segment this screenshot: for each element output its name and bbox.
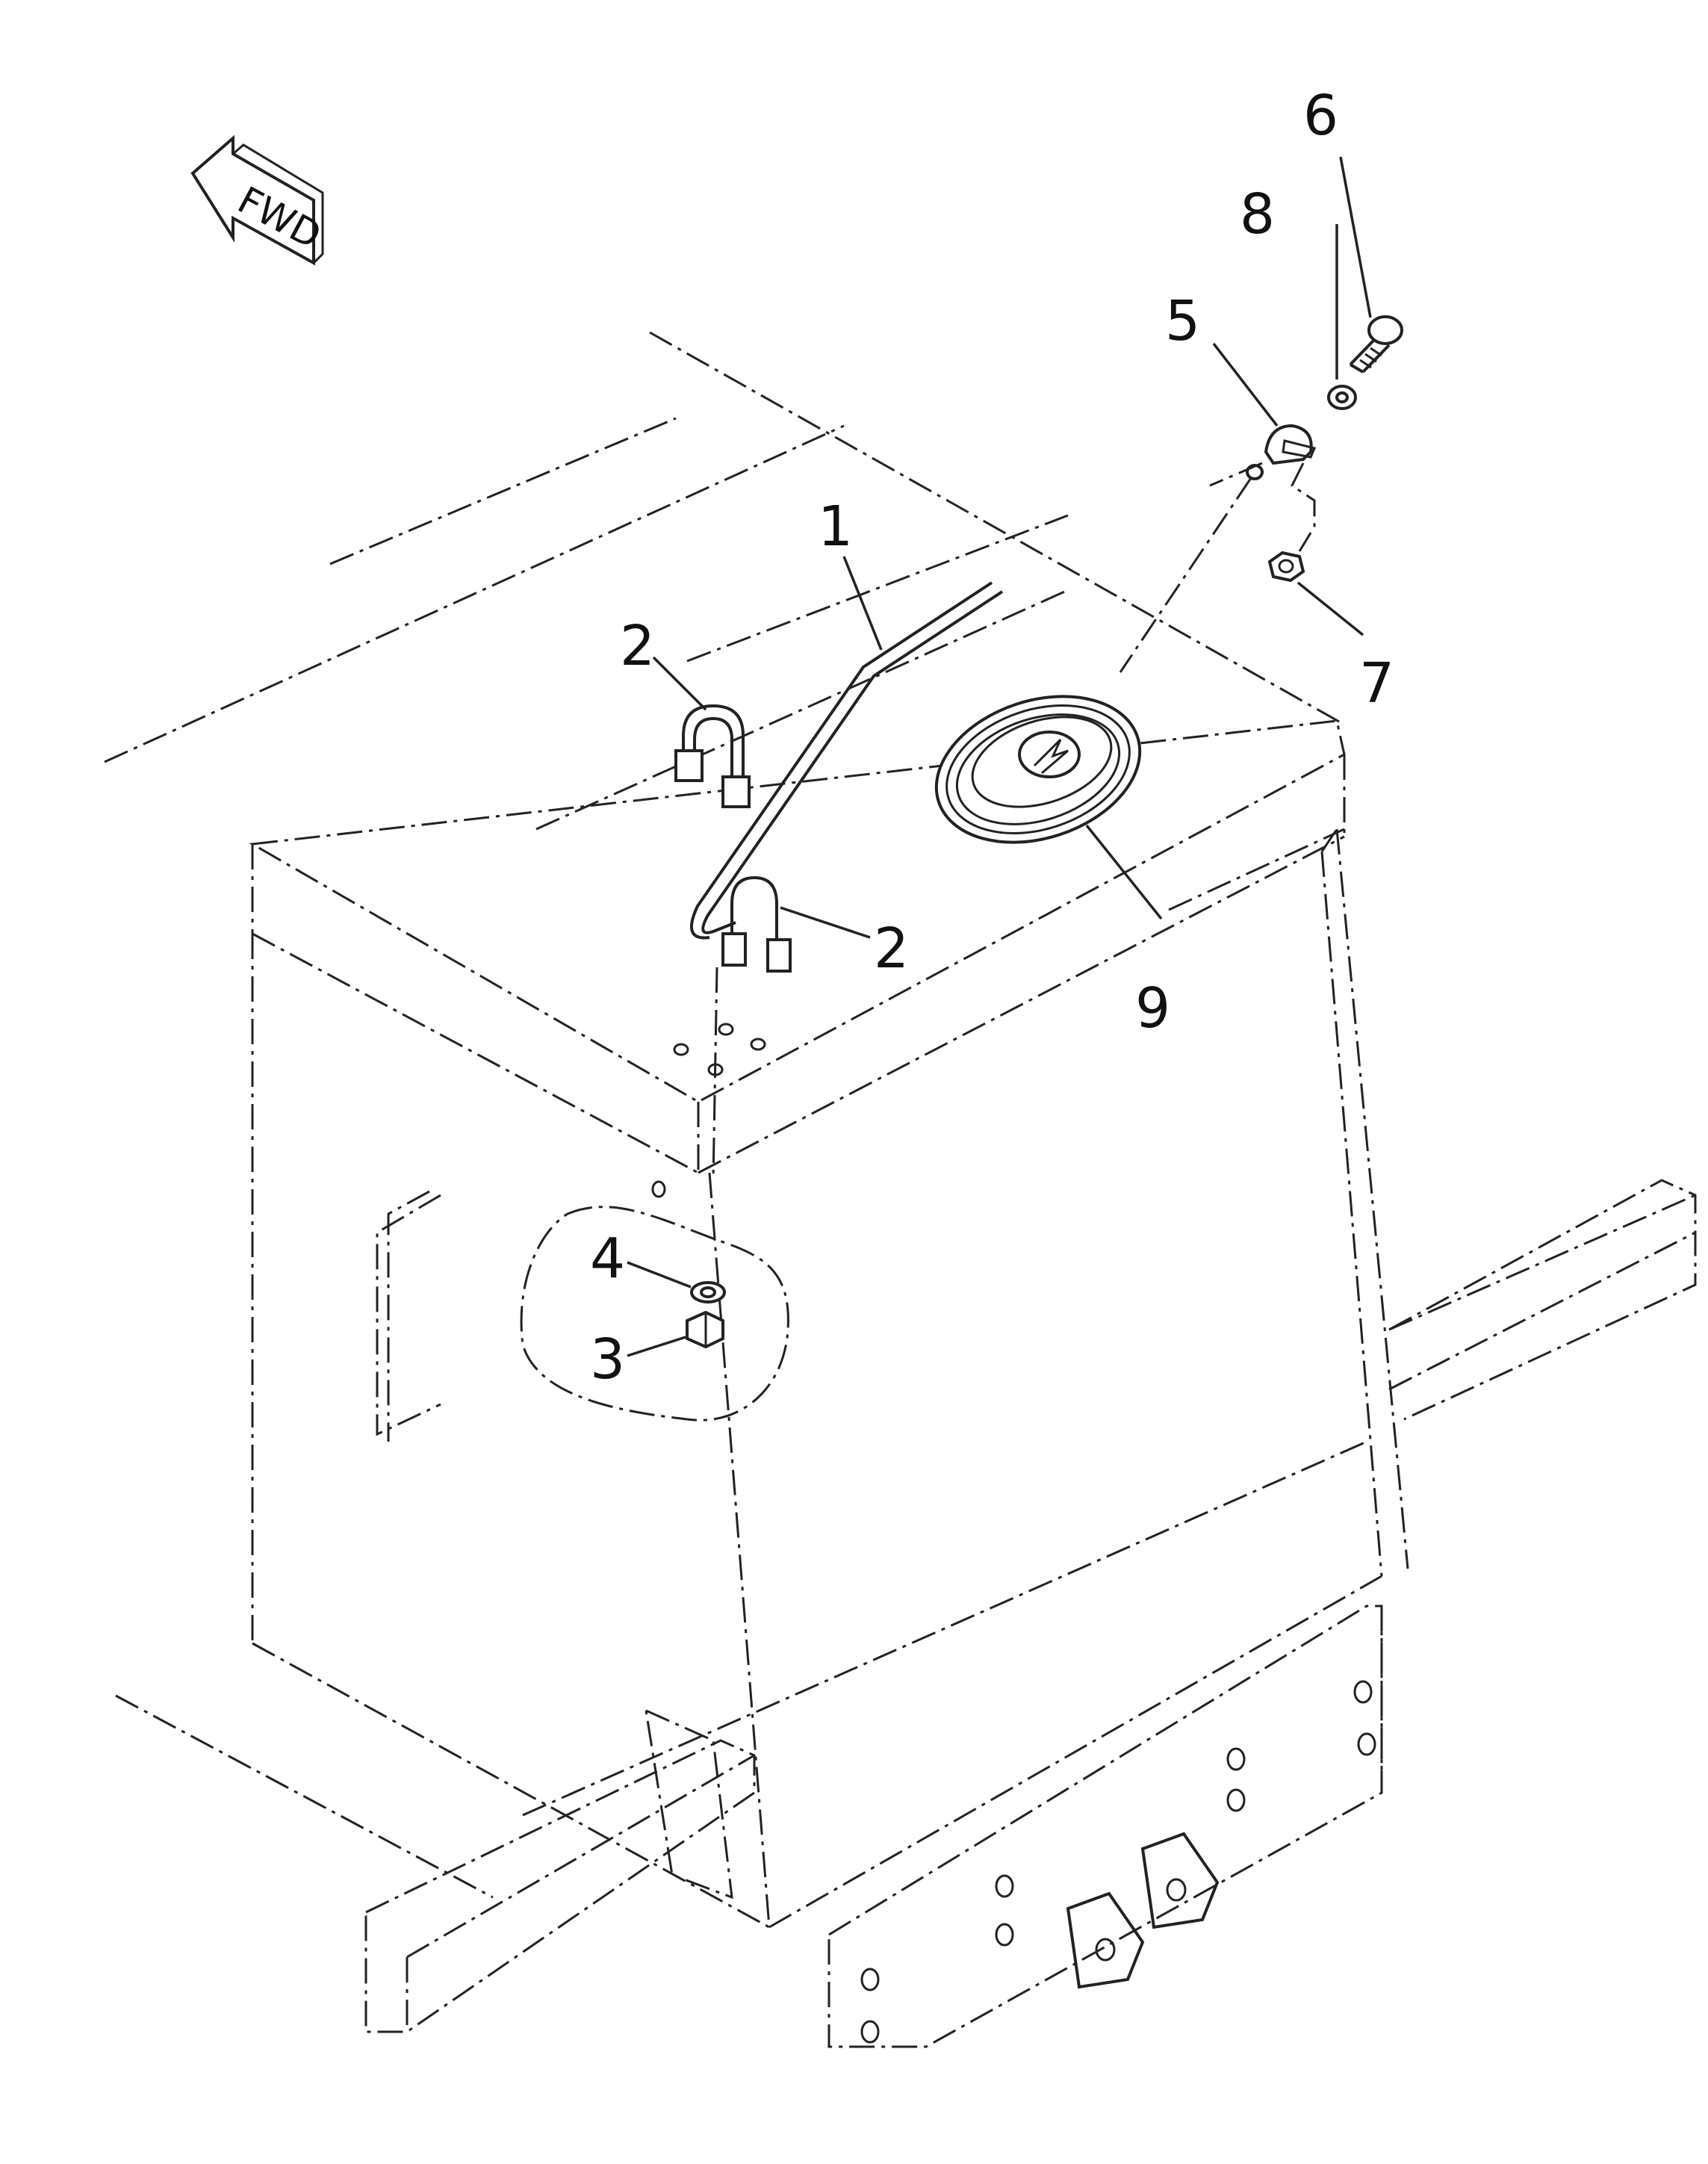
callout-2-lower: 2 bbox=[874, 917, 909, 981]
breather-pipe bbox=[701, 590, 1004, 934]
washer bbox=[690, 1281, 726, 1303]
callout-8: 8 bbox=[1240, 182, 1275, 247]
forward-arrow-icon: FWD bbox=[190, 134, 328, 266]
callout-9: 9 bbox=[1135, 976, 1170, 1041]
flat-washer bbox=[1327, 385, 1357, 410]
callout-7: 7 bbox=[1359, 651, 1394, 716]
pipe-clamp bbox=[1246, 424, 1317, 480]
u-bolt-lower bbox=[721, 875, 792, 973]
callout-5: 5 bbox=[1165, 289, 1200, 353]
callout-6: 6 bbox=[1303, 84, 1338, 148]
cutaway-region bbox=[520, 1206, 789, 1422]
callout-1: 1 bbox=[818, 495, 853, 559]
callout-3: 3 bbox=[590, 1327, 625, 1392]
hex-nut bbox=[686, 1310, 724, 1349]
leader-lines bbox=[627, 156, 1372, 1357]
lock-nut bbox=[1267, 551, 1305, 583]
filler-cap bbox=[934, 695, 1142, 844]
fuel-tank bbox=[249, 719, 1409, 1929]
mounting-plate bbox=[827, 1605, 1383, 2048]
outline-phantom-lines bbox=[104, 331, 1696, 1899]
callout-4: 4 bbox=[590, 1227, 625, 1291]
u-bolt-upper bbox=[674, 704, 751, 808]
callout-2-upper: 2 bbox=[620, 614, 655, 678]
frame-crossbeam bbox=[364, 1179, 1697, 2033]
bolt bbox=[1349, 315, 1403, 373]
callout-labels: 1 2 2 3 4 5 6 7 8 9 bbox=[590, 84, 1394, 1392]
